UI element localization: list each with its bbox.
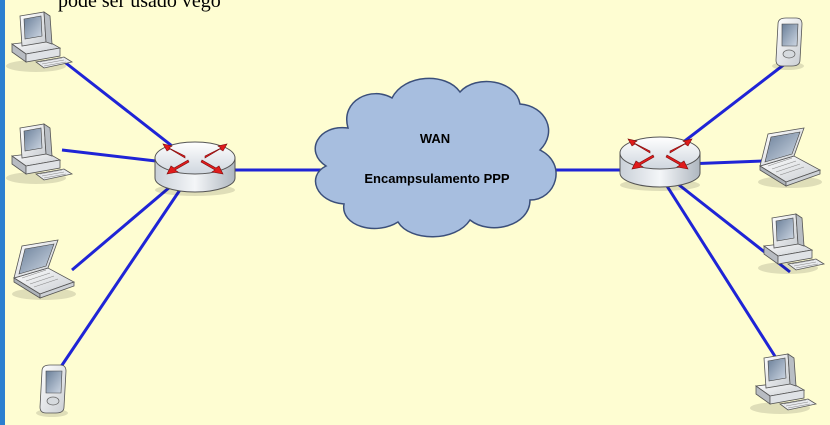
link-desktop1-router-a (61, 58, 191, 162)
router-icon (154, 141, 236, 197)
left-accent-bar (0, 0, 5, 425)
top-partial-text: pode ser usado vego (58, 0, 221, 12)
laptop-icon (757, 127, 823, 189)
link-router-b-desktop2 (658, 174, 792, 381)
laptop-icon (11, 239, 77, 301)
pda-icon (771, 17, 805, 71)
desktop-computer-icon (757, 213, 825, 275)
wan-subtitle: Encampsulamento PPP (364, 171, 510, 186)
desktop-computer-icon (5, 11, 73, 73)
desktop-computer-icon (5, 123, 73, 185)
link-pda-router-a (50, 174, 192, 381)
desktop-computer-icon (749, 353, 817, 415)
pda-icon (35, 364, 69, 418)
router-icon (619, 136, 701, 192)
wan-cloud-icon: WAN Encampsulamento PPP (314, 77, 557, 238)
wan-title: WAN (420, 131, 450, 146)
